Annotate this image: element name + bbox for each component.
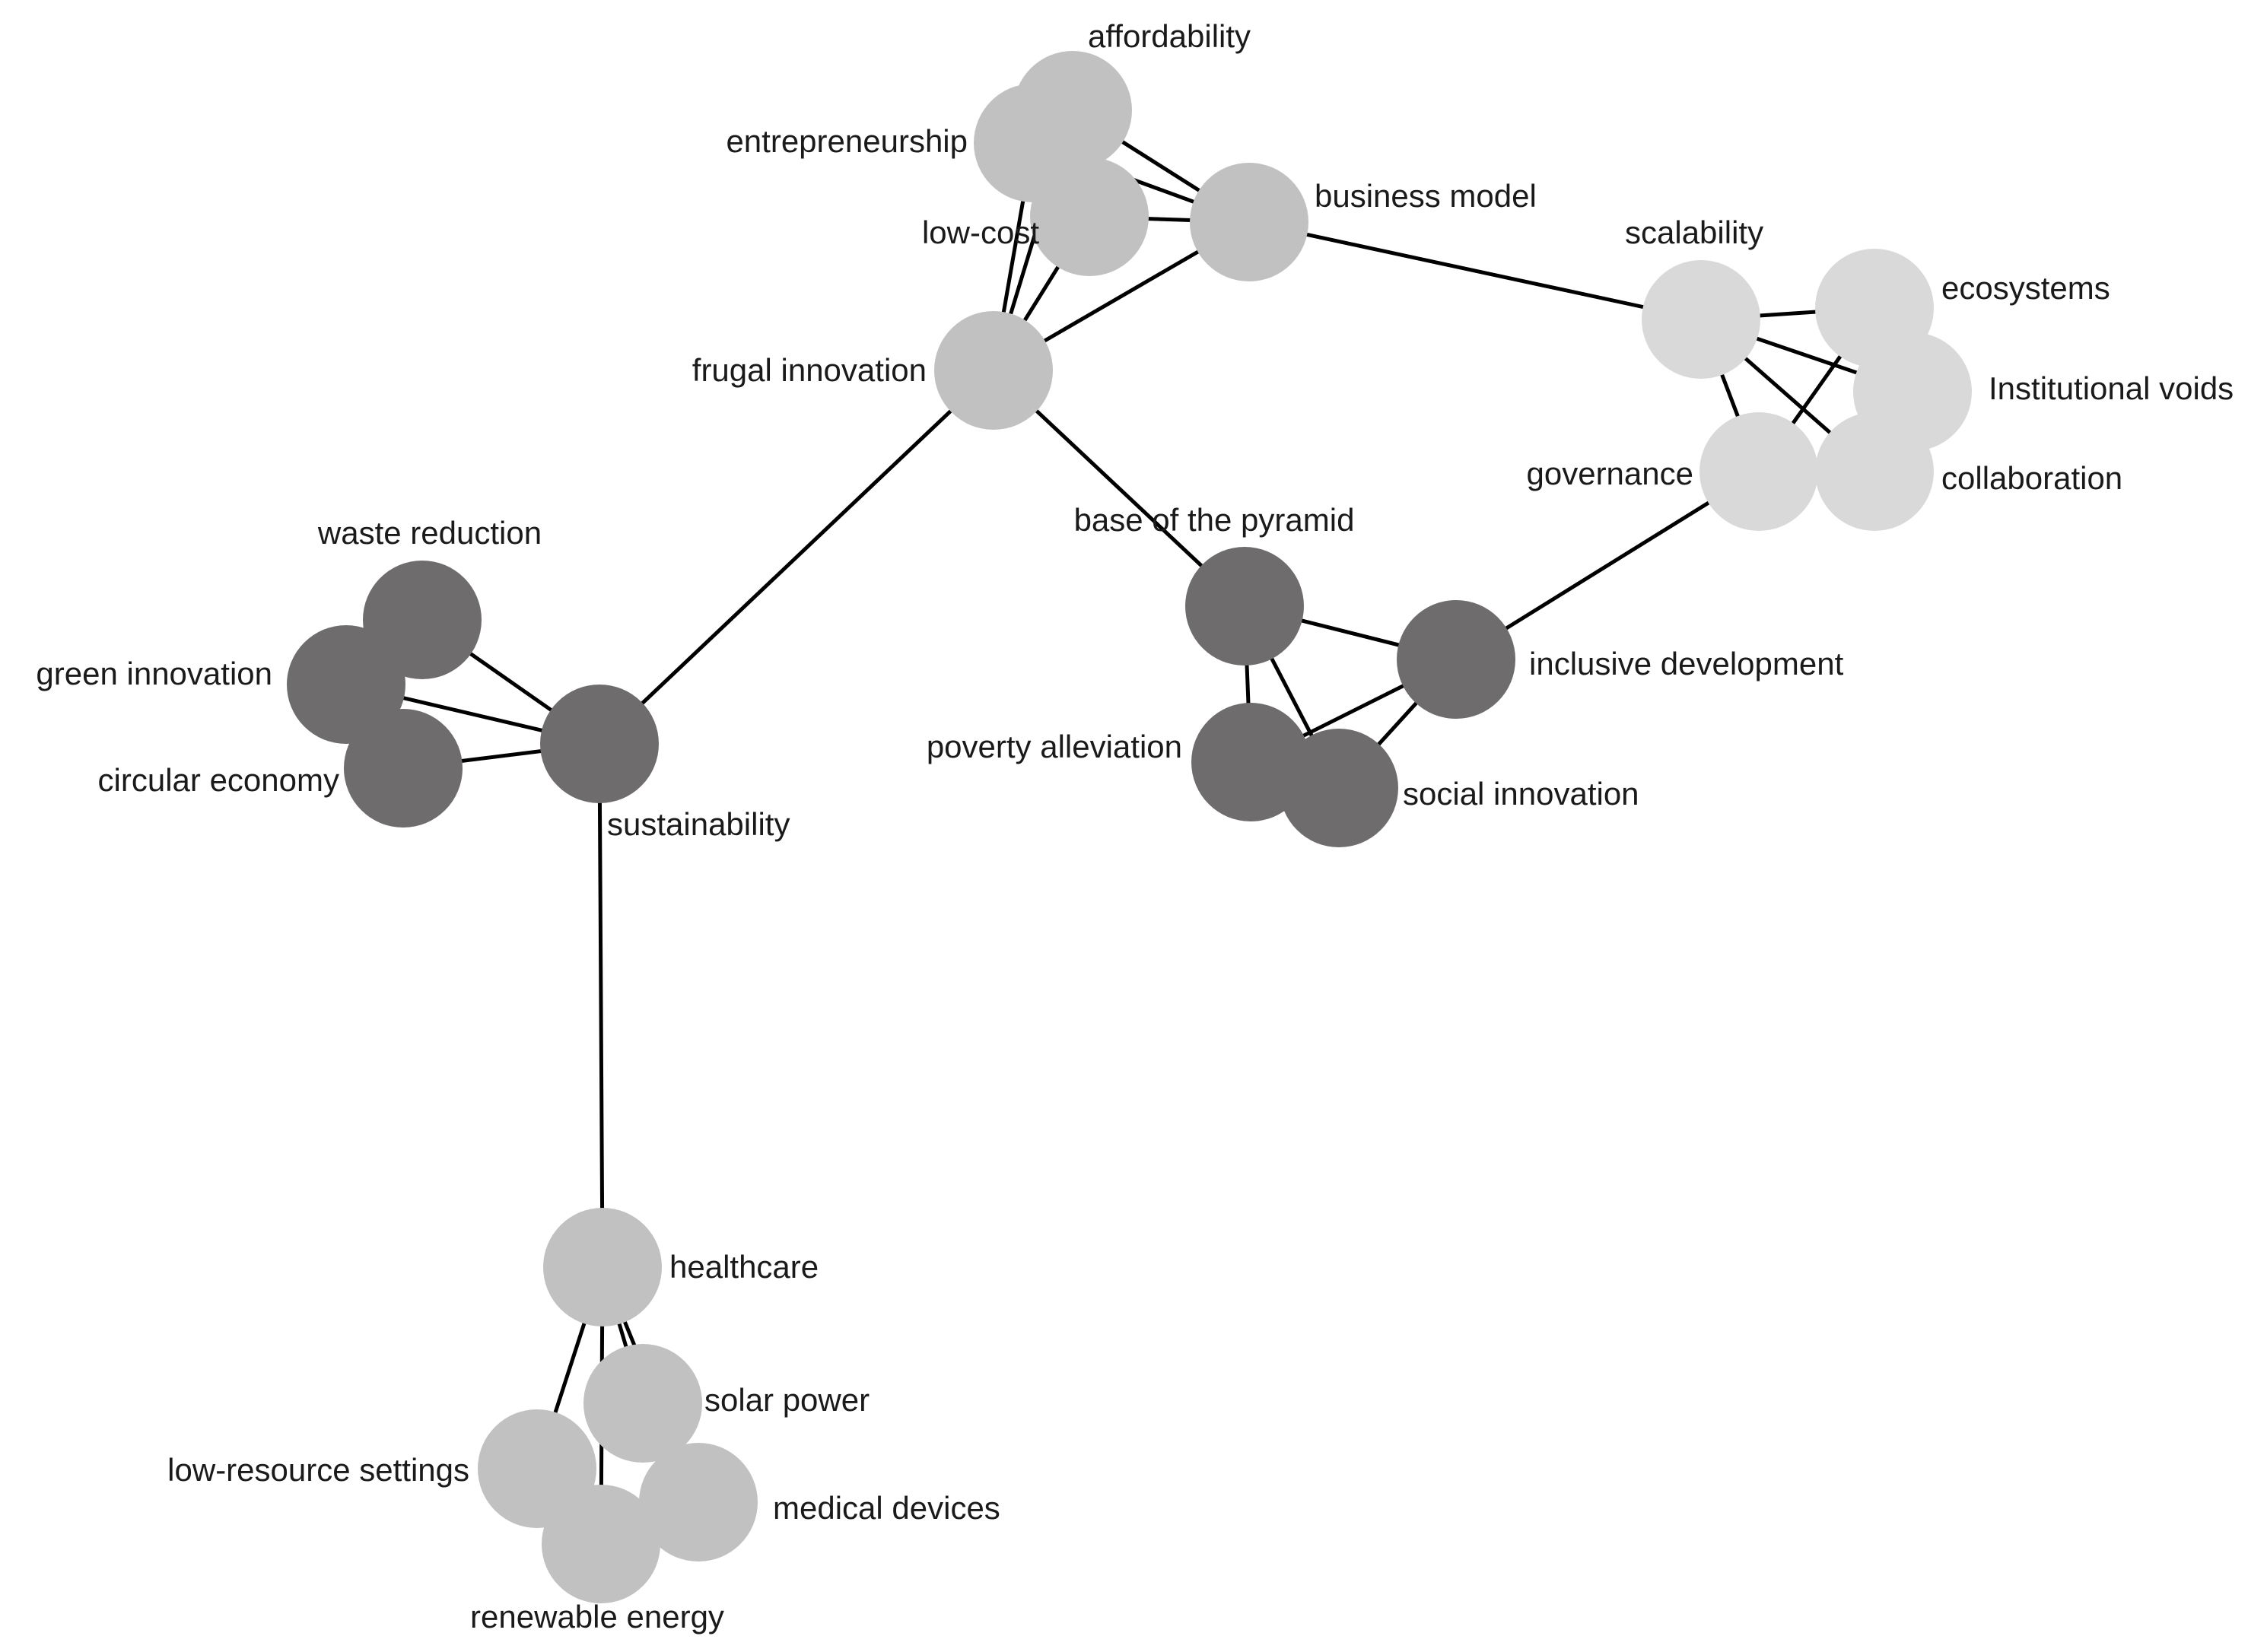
node-label-collaboration: collaboration <box>1941 460 2122 496</box>
node-governance <box>1699 412 1818 531</box>
node-circular-economy <box>344 709 463 828</box>
node-label-social-innovation: social innovation <box>1403 776 1639 812</box>
edge-frugal-innovation-to-sustainability <box>598 369 995 745</box>
node-low-cost <box>1030 157 1149 276</box>
labels-layer: affordability entrepreneurship low-cost bus… <box>36 18 2234 1635</box>
node-label-sustainability: sustainability <box>607 806 790 842</box>
edge-business-model-to-scalability <box>1248 220 1702 322</box>
node-frugal-innovation <box>934 311 1053 430</box>
node-label-base-of-the-pyramid: base of the pyramid <box>1074 502 1355 538</box>
node-label-medical-devices: medical devices <box>773 1490 1000 1526</box>
node-label-poverty-alleviation: poverty alleviation <box>927 729 1182 764</box>
node-medical-devices <box>639 1443 758 1561</box>
node-collaboration <box>1815 412 1934 531</box>
node-business-model <box>1190 163 1308 281</box>
node-renewable-energy <box>542 1485 660 1603</box>
node-scalability <box>1642 260 1760 379</box>
node-label-solar-power: solar power <box>704 1382 870 1418</box>
node-label-renewable-energy: renewable energy <box>470 1599 724 1635</box>
node-inclusive-development <box>1397 600 1515 719</box>
node-label-inclusive-development: inclusive development <box>1529 646 1844 681</box>
node-label-low-resource-settings: low-resource settings <box>167 1452 469 1488</box>
edge-governance-to-inclusive-development <box>1455 469 1760 662</box>
node-label-scalability: scalability <box>1625 214 1763 250</box>
node-base-of-the-pyramid <box>1185 547 1304 666</box>
node-label-frugal-innovation: frugal innovation <box>692 352 927 388</box>
node-label-green-innovation: green innovation <box>36 656 272 691</box>
node-label-affordability: affordability <box>1088 18 1251 54</box>
node-sustainability <box>540 685 659 803</box>
node-green-innovation <box>287 625 405 744</box>
node-label-business-model: business model <box>1315 178 1537 214</box>
node-label-circular-economy: circular economy <box>98 762 339 798</box>
node-label-waste-reduction: waste reduction <box>317 515 542 551</box>
edge-sustainability-to-healthcare <box>597 743 605 1268</box>
node-label-ecosystems: ecosystems <box>1941 270 2110 306</box>
node-solar-power <box>583 1344 702 1463</box>
node-healthcare <box>543 1208 662 1326</box>
node-label-low-cost: low-cost <box>922 214 1039 250</box>
node-label-institutional-voids: Institutional voids <box>1989 370 2234 406</box>
node-social-innovation <box>1280 729 1398 847</box>
node-label-governance: governance <box>1527 456 1694 491</box>
nodes-layer <box>287 51 1972 1603</box>
node-label-entrepreneurship: entrepreneurship <box>726 123 968 159</box>
node-label-healthcare: healthcare <box>669 1249 819 1285</box>
